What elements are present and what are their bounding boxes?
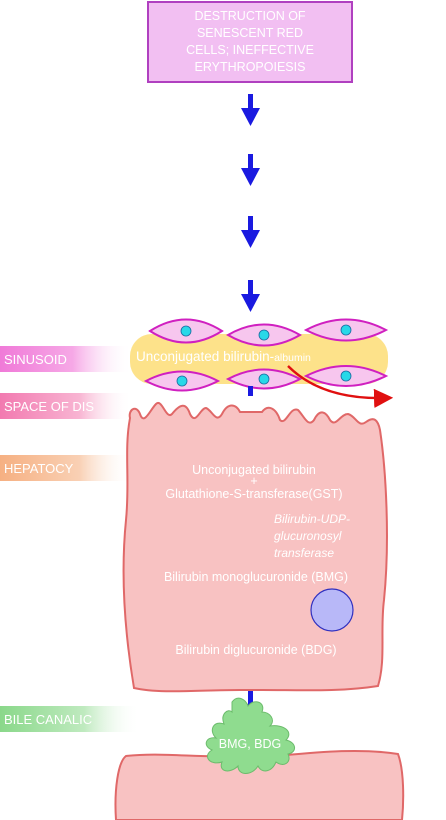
bmg-bdg-canaliculus-text: BMG, BDG — [219, 737, 282, 751]
side-label-sinusoid: SINUSOID — [0, 346, 132, 372]
sinusoid: Unconjugated bilirubin-albumin — [130, 318, 389, 392]
side-label-hepatocyte-text: HEPATOCY — [4, 461, 74, 476]
sinusoid-bilirubin-albumin-label: Unconjugated bilirubin-albumin — [136, 349, 311, 364]
bmg-text: Bilirubin monoglucuronide (BMG) — [164, 570, 348, 584]
uptake-stem — [248, 386, 253, 396]
bile-canaliculus — [205, 697, 295, 774]
nucleus-icon — [176, 375, 188, 387]
side-label-sinusoid-text: SINUSOID — [4, 352, 67, 367]
bdg-text: Bilirubin diglucuronide (BDG) — [175, 643, 336, 657]
title-line-3: CELLS; INEFFECTIVE — [186, 43, 314, 57]
side-label-hepatocyte: HEPATOCY — [0, 455, 132, 481]
nucleus-icon — [258, 373, 270, 385]
down-arrow-icon — [241, 94, 260, 126]
down-arrow-icon — [241, 154, 260, 186]
sinusoid-albumin-text: albumin — [274, 352, 311, 364]
title-line-1: DESTRUCTION OF — [194, 9, 305, 23]
enzyme-line-3: transferase — [274, 546, 334, 560]
hepatocyte-content: Unconjugated bilirubin + Glutathione-S-t… — [164, 463, 354, 657]
red-blood-cell — [303, 365, 389, 387]
down-arrow-icon — [241, 280, 260, 312]
title-line-2: SENESCENT RED — [197, 26, 303, 40]
side-label-bile-canaliculus-text: BILE CANALIC — [4, 712, 92, 727]
red-blood-cell — [226, 323, 302, 347]
side-label-space-of-disse: SPACE OF DIS — [0, 393, 132, 419]
plus-sign-text: + — [250, 474, 257, 488]
nucleus-icon — [258, 329, 270, 341]
side-label-space-of-disse-text: SPACE OF DIS — [4, 399, 94, 414]
title-box: DESTRUCTION OF SENESCENT RED CELLS; INEF… — [147, 1, 353, 83]
side-label-bile-canaliculus: BILE CANALIC — [0, 706, 140, 732]
sinusoid-bilirubin-text: Unconjugated bilirubin- — [136, 349, 274, 364]
enzyme-line-1: Bilirubin-UDP- — [274, 512, 350, 526]
nucleus-icon — [180, 325, 192, 337]
red-blood-cell — [148, 318, 224, 344]
enzyme-line-2: glucuronosyl — [274, 529, 342, 543]
gst-text: Glutathione-S-transferase(GST) — [165, 487, 342, 501]
red-blood-cell — [303, 318, 389, 342]
nucleus-icon — [340, 324, 352, 336]
hepatocyte-nucleus-icon — [310, 588, 354, 632]
title-line-4: ERYTHROPOIESIS — [195, 60, 306, 74]
red-blood-cell — [143, 370, 221, 392]
unconjugated-bilirubin-text: Unconjugated bilirubin — [192, 463, 316, 477]
nucleus-icon — [340, 370, 352, 382]
albumin-return-arrow-icon — [287, 365, 394, 408]
down-arrow-icon — [241, 216, 260, 248]
